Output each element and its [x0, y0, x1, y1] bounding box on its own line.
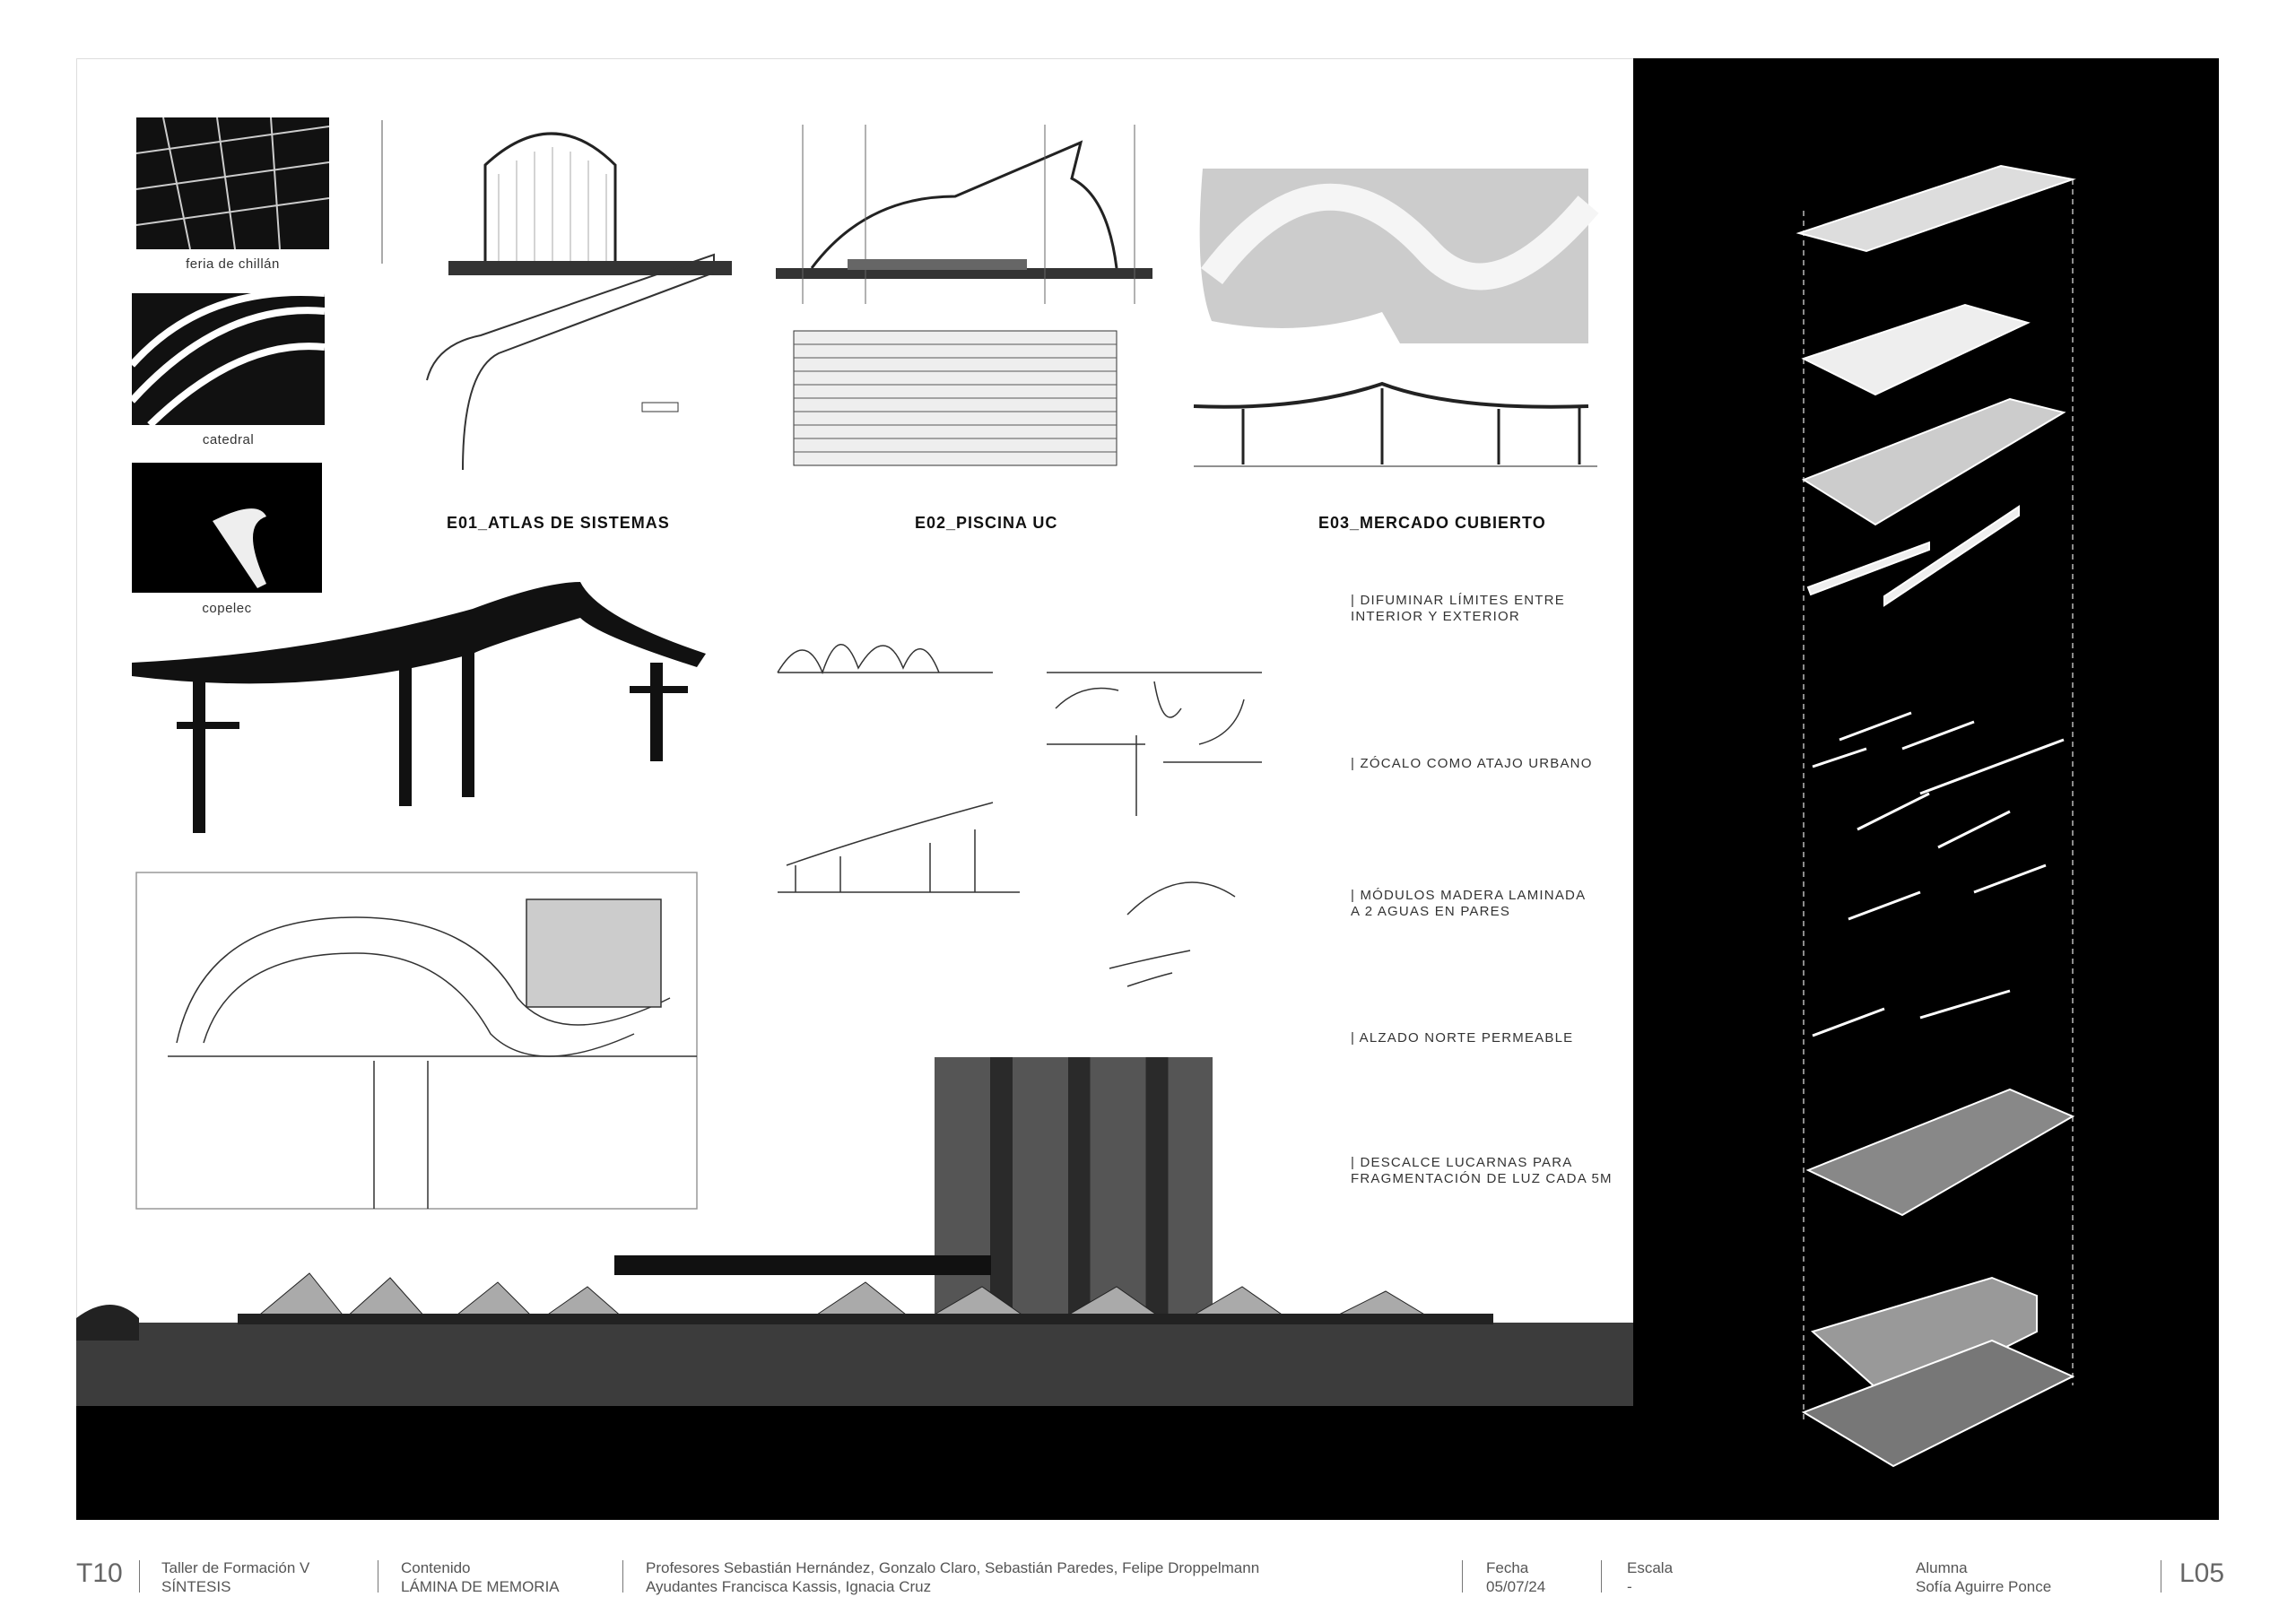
concept-sketches [777, 644, 1262, 987]
divider [1601, 1560, 1602, 1593]
course-info: Taller de Formación V SÍNTESIS [161, 1558, 309, 1596]
e03-roof-plan-and-elevation [1193, 169, 1599, 467]
design-statement: | DIFUMINAR LÍMITES ENTRE INTERIOR Y EXT… [1351, 593, 1565, 624]
content-label: Contenido [401, 1559, 471, 1576]
design-statement: | MÓDULOS MADERA LAMINADA A 2 AGUAS EN P… [1351, 888, 1587, 919]
professors: Profesores Sebastián Hernández, Gonzalo … [646, 1559, 1260, 1576]
course-name: Taller de Formación V [161, 1559, 310, 1576]
content-value: LÁMINA DE MEMORIA [401, 1578, 560, 1595]
student-value: Sofía Aguirre Ponce [1916, 1578, 2052, 1595]
sheet-number: L05 [2179, 1558, 2225, 1588]
design-statement: | DESCALCE LUCARNAS PARA FRAGMENTACIÓN D… [1351, 1155, 1613, 1186]
tower-render [935, 1057, 1213, 1326]
e02-section-and-plan [776, 125, 1152, 466]
design-statement: | ZÓCALO COMO ATAJO URBANO [1351, 756, 1593, 771]
laminated-timber-structure-render [132, 582, 706, 833]
date-value: 05/07/24 [1486, 1578, 1546, 1595]
case-study-title: E01_ATLAS DE SISTEMAS [447, 514, 670, 532]
team-info: Profesores Sebastián Hernández, Gonzalo … [646, 1558, 1259, 1596]
reference-caption: feria de chillán [186, 256, 280, 272]
divider [622, 1560, 623, 1593]
exploded-axonometric-drawing [1796, 164, 2076, 1468]
reference-photo-copelec [132, 463, 322, 593]
design-statement: | ALZADO NORTE PERMEABLE [1351, 1030, 1574, 1046]
north-elevation-render [76, 1255, 1633, 1408]
assistants: Ayudantes Francisca Kassis, Ignacia Cruz [646, 1578, 932, 1595]
date-info: Fecha 05/07/24 [1486, 1558, 1545, 1596]
date-label: Fecha [1486, 1559, 1529, 1576]
course-subtitle: SÍNTESIS [161, 1578, 231, 1595]
reference-caption: catedral [202, 432, 255, 447]
base-strip [76, 1406, 1633, 1520]
reference-caption: copelec [202, 601, 252, 616]
student-label: Alumna [1916, 1559, 1968, 1576]
scale-value: - [1627, 1578, 1632, 1595]
case-study-title: E02_PISCINA UC [915, 514, 1058, 532]
site-plan-sketch [135, 872, 698, 1210]
case-study-title: E03_MERCADO CUBIERTO [1318, 514, 1546, 532]
workshop-code: T10 [76, 1558, 123, 1588]
e01-section-drawing [381, 120, 732, 471]
exploded-axonometric-panel [1633, 58, 2219, 1520]
reference-photo-catedral [132, 293, 325, 425]
divider [1462, 1560, 1463, 1593]
scale-label: Escala [1627, 1559, 1674, 1576]
divider [139, 1560, 140, 1593]
reference-photo-feria [136, 117, 329, 249]
scale-info: Escala - [1627, 1558, 1673, 1596]
